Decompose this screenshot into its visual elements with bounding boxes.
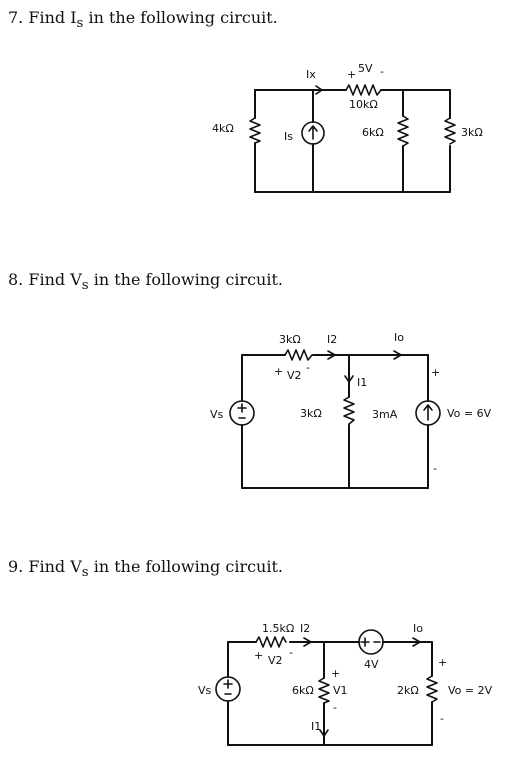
- problem-number: 7.: [8, 8, 24, 27]
- label-i1: I1: [311, 720, 321, 733]
- label-i2: I2: [300, 622, 310, 635]
- label-is: Is: [284, 130, 293, 143]
- label-3ma: 3mA: [372, 408, 398, 421]
- resistor-10k: [345, 84, 382, 96]
- problem-9-statement: 9. Find Vs in the following circuit.: [8, 557, 283, 580]
- source-4v-plus-icon: [360, 637, 370, 647]
- problem-text: Find V: [28, 270, 82, 289]
- voltage-source-4v: [358, 629, 384, 655]
- resistor-3k-top: [284, 349, 313, 361]
- resistor-1-5k: [255, 636, 291, 648]
- label-v1: V1: [333, 684, 348, 697]
- label-v2-plus: +: [254, 649, 263, 662]
- label-1-5k: 1.5kΩ: [262, 622, 294, 635]
- label-v2-plus: +: [274, 365, 283, 378]
- label-5v-plus: +: [347, 68, 356, 81]
- label-3k: 3kΩ: [461, 126, 483, 139]
- label-2k: 2kΩ: [397, 684, 419, 697]
- circuit-9: 1.5kΩ I2 4V Io + V2 - Vs 6kΩ + V1 - I1 2…: [198, 622, 493, 746]
- problem-text-rest: in the following circuit.: [88, 557, 283, 576]
- problem-number: 9.: [8, 557, 24, 576]
- label-vo-minus: -: [433, 462, 437, 475]
- i1-arrow-icon: [319, 719, 329, 737]
- label-6k: 6kΩ: [292, 684, 314, 697]
- label-3k-mid: 3kΩ: [300, 407, 322, 420]
- label-ix: Ix: [306, 68, 316, 81]
- i2-arrow-icon: [303, 637, 312, 647]
- label-10k: 10kΩ: [349, 98, 378, 111]
- label-v2: V2: [287, 369, 302, 382]
- current-source-arrow-icon: [423, 404, 433, 421]
- label-5v-minus: -: [380, 65, 384, 78]
- label-vo-minus: -: [440, 712, 444, 725]
- io-arrow-icon: [393, 350, 402, 360]
- ix-arrow-icon: [315, 85, 323, 95]
- problem-subscript: s: [81, 278, 89, 294]
- label-6k: 6kΩ: [362, 126, 384, 139]
- label-vs: Vs: [210, 408, 224, 421]
- problem-text-rest: in the following circuit.: [83, 8, 278, 27]
- problem-subscript: s: [81, 565, 89, 581]
- label-io: Io: [394, 331, 404, 344]
- current-source-is: [301, 121, 325, 145]
- problem-text: Find V: [28, 557, 82, 576]
- problem-text-rest: in the following circuit.: [88, 270, 283, 289]
- label-v2-minus: -: [289, 646, 293, 659]
- label-4v: 4V: [364, 658, 379, 671]
- resistor-2k: [426, 675, 438, 703]
- resistor-6k: [397, 115, 409, 147]
- label-vo-plus: +: [438, 656, 447, 669]
- label-vo: Vo = 2V: [448, 684, 493, 697]
- problem-text: Find I: [28, 8, 77, 27]
- label-5v: 5V: [358, 62, 373, 75]
- label-v2: V2: [268, 654, 283, 667]
- current-source-arrow-icon: [308, 125, 318, 140]
- label-v1-plus: +: [331, 667, 340, 680]
- current-source-3ma: [415, 400, 441, 426]
- io-arrow-icon: [412, 637, 421, 647]
- label-i2: I2: [327, 333, 337, 346]
- i1-arrow-icon: [344, 364, 354, 383]
- problem-subscript: s: [76, 16, 84, 32]
- resistor-3k: [444, 117, 456, 145]
- circuit-7: Ix + 5V - 10kΩ 4kΩ Is 6kΩ 3kΩ: [212, 62, 483, 193]
- label-vo-plus: +: [431, 366, 440, 379]
- circuit-8: 3kΩ I2 Io + V2 - I1 Vs 3kΩ 3mA + Vo = 6V…: [210, 331, 492, 489]
- problem-7-statement: 7. Find Is in the following circuit.: [8, 8, 278, 31]
- vs-plus-icon: [237, 403, 247, 413]
- problem-8-statement: 8. Find Vs in the following circuit.: [8, 270, 283, 293]
- label-i1: I1: [357, 376, 367, 389]
- i2-arrow-icon: [327, 350, 336, 360]
- label-v1-minus: -: [333, 701, 337, 714]
- label-vo: Vo = 6V: [447, 407, 492, 420]
- label-v2-minus: -: [306, 361, 310, 374]
- label-io: Io: [413, 622, 423, 635]
- label-3k-top: 3kΩ: [279, 333, 301, 346]
- resistor-4k: [249, 117, 261, 144]
- resistor-3k-mid: [343, 396, 355, 425]
- vs-plus-icon: [223, 679, 233, 689]
- resistor-6k: [318, 677, 330, 704]
- label-4k: 4kΩ: [212, 122, 234, 135]
- voltage-source-vs: [229, 400, 255, 426]
- problem-number: 8.: [8, 270, 24, 289]
- label-vs: Vs: [198, 684, 212, 697]
- voltage-source-vs: [215, 676, 241, 702]
